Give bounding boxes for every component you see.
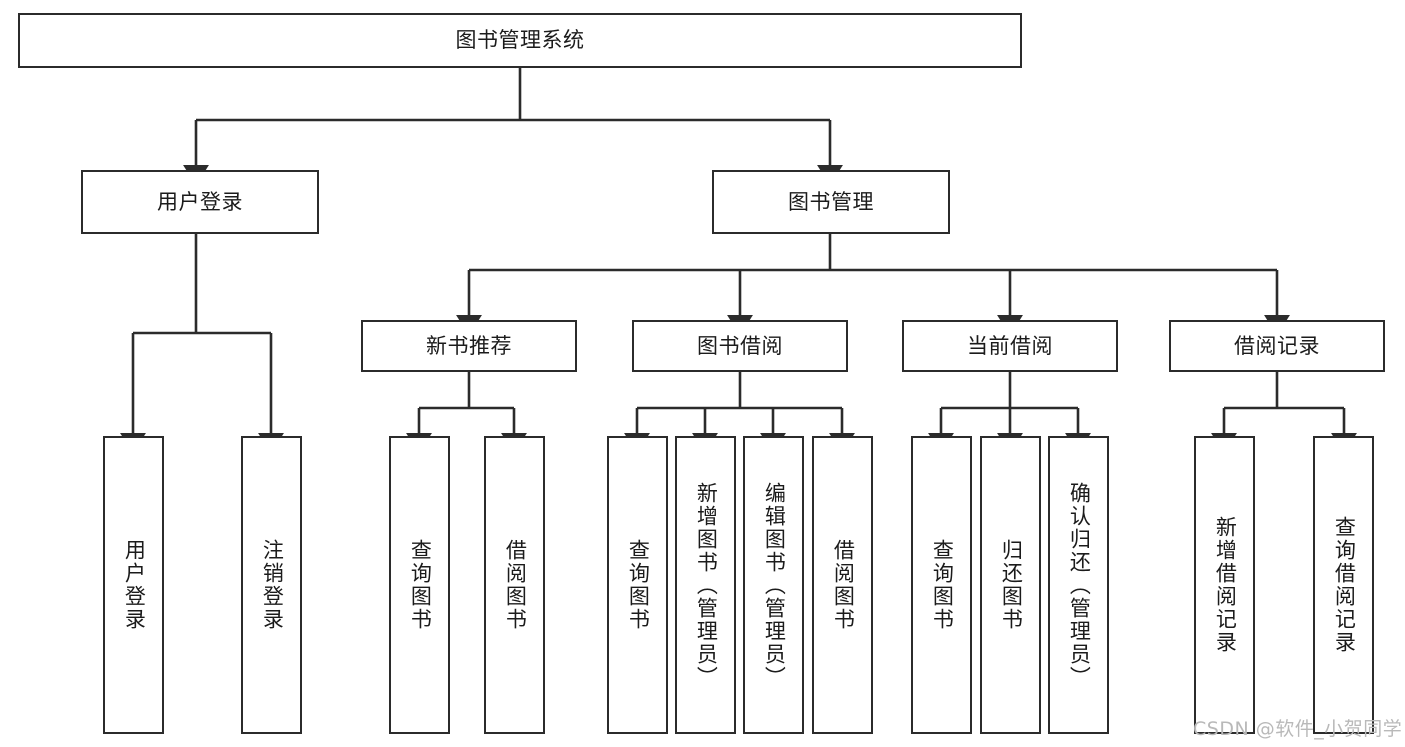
leaf-borrow-add-book-label: 新增图书（管理员）: [694, 481, 719, 689]
leaf-borrow-lend-book-label: 借阅图书: [831, 539, 856, 631]
leaf-new-query-book-label: 查询图书: [408, 539, 433, 631]
leaf-new-borrow-book-label: 借阅图书: [503, 539, 528, 631]
leaf-current-return-book[interactable]: 归还图书: [980, 436, 1041, 734]
node-user-login-module-label: 用户登录: [157, 189, 243, 214]
node-root[interactable]: 图书管理系统: [18, 13, 1022, 68]
leaf-current-confirm-return[interactable]: 确认归还（管理员）: [1048, 436, 1109, 734]
leaf-record-query-label: 查询借阅记录: [1332, 516, 1357, 654]
node-new-book-recommend[interactable]: 新书推荐: [361, 320, 577, 372]
leaf-borrow-lend-book[interactable]: 借阅图书: [812, 436, 873, 734]
leaf-user-login-label: 用户登录: [122, 539, 147, 631]
node-borrow-record-label: 借阅记录: [1234, 333, 1320, 358]
leaf-record-query[interactable]: 查询借阅记录: [1313, 436, 1374, 734]
leaf-borrow-query-book-label: 查询图书: [626, 539, 651, 631]
node-current-borrow-label: 当前借阅: [967, 333, 1053, 358]
leaf-borrow-add-book[interactable]: 新增图书（管理员）: [675, 436, 736, 734]
leaf-borrow-query-book[interactable]: 查询图书: [607, 436, 668, 734]
leaf-new-borrow-book[interactable]: 借阅图书: [484, 436, 545, 734]
leaf-user-logout-label: 注销登录: [260, 539, 285, 631]
leaf-record-add-label: 新增借阅记录: [1213, 516, 1238, 654]
node-book-management-module-label: 图书管理: [788, 189, 874, 214]
leaf-new-query-book[interactable]: 查询图书: [389, 436, 450, 734]
node-borrow-record[interactable]: 借阅记录: [1169, 320, 1385, 372]
node-book-borrow[interactable]: 图书借阅: [632, 320, 848, 372]
node-user-login-module[interactable]: 用户登录: [81, 170, 319, 234]
leaf-current-return-book-label: 归还图书: [999, 539, 1024, 631]
csdn-watermark: CSDN @软件_小贺同学: [1193, 718, 1403, 740]
leaf-record-add[interactable]: 新增借阅记录: [1194, 436, 1255, 734]
node-book-management-module[interactable]: 图书管理: [712, 170, 950, 234]
leaf-user-logout[interactable]: 注销登录: [241, 436, 302, 734]
leaf-current-query-book-label: 查询图书: [930, 539, 955, 631]
node-root-label: 图书管理系统: [455, 28, 585, 53]
node-book-borrow-label: 图书借阅: [697, 333, 783, 358]
leaf-borrow-edit-book-label: 编辑图书（管理员）: [762, 481, 787, 689]
leaf-borrow-edit-book[interactable]: 编辑图书（管理员）: [743, 436, 804, 734]
node-new-book-recommend-label: 新书推荐: [426, 333, 512, 358]
leaf-current-confirm-return-label: 确认归还（管理员）: [1067, 481, 1092, 689]
leaf-user-login[interactable]: 用户登录: [103, 436, 164, 734]
node-current-borrow[interactable]: 当前借阅: [902, 320, 1118, 372]
leaf-current-query-book[interactable]: 查询图书: [911, 436, 972, 734]
